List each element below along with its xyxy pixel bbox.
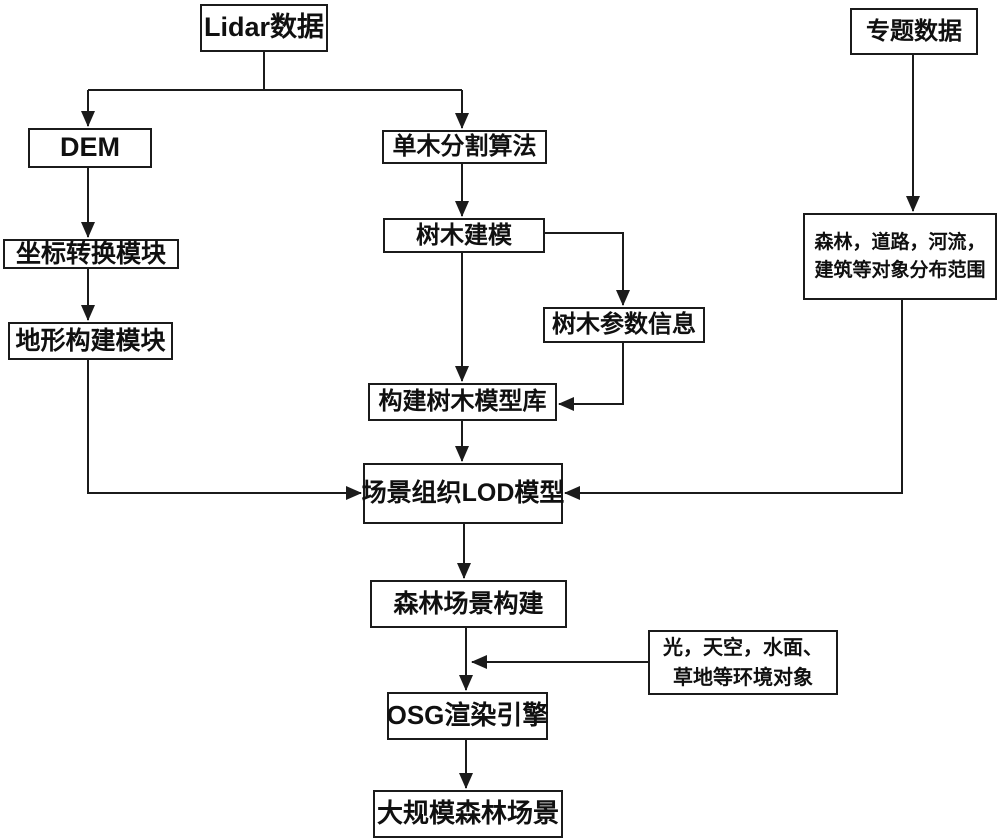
node-large-scale-forest-scene: 大规模森林场景 <box>373 790 563 838</box>
node-dem: DEM <box>28 128 152 168</box>
node-osg-render-engine: OSG渲染引擎 <box>387 692 548 740</box>
node-forest-scene-construction: 森林场景构建 <box>370 580 567 628</box>
node-lidar-data: Lidar数据 <box>200 4 328 52</box>
node-thematic-data: 专题数据 <box>850 8 978 55</box>
node-scene-lod-model: 场景组织LOD模型 <box>362 463 564 524</box>
node-environment-objects: 光，天空，水面、草地等环境对象 <box>648 630 838 695</box>
node-coordinate-conversion: 坐标转换模块 <box>3 239 179 269</box>
node-tree-modeling: 树木建模 <box>383 218 545 253</box>
node-object-distribution: 森林，道路，河流，建筑等对象分布范围 <box>803 213 997 300</box>
node-tree-model-library: 构建树木模型库 <box>368 383 557 421</box>
node-terrain-construction: 地形构建模块 <box>8 322 173 360</box>
node-single-tree-segmentation: 单木分割算法 <box>382 130 547 164</box>
node-tree-parameter-info: 树木参数信息 <box>543 307 705 343</box>
